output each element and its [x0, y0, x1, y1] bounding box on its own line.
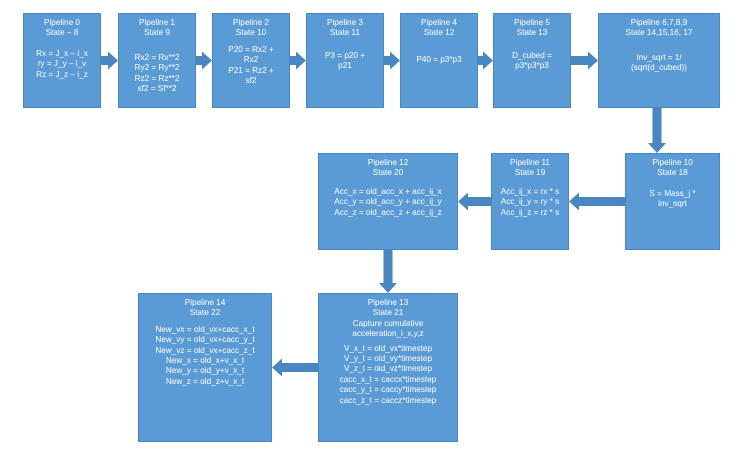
box-spacer	[492, 179, 568, 187]
box-body-line: cacc_x_t = caccx*timestep	[339, 374, 437, 384]
flow-arrow	[478, 51, 493, 70]
box-header-line: Pipeline 1	[139, 18, 175, 27]
box-header-line: State – 8	[45, 28, 79, 38]
box-spacer	[401, 39, 477, 55]
flow-arrow	[384, 51, 400, 70]
box-header-line: Capture cumulative	[352, 318, 424, 328]
box-body-line: V_x_t = old_vx*timestep	[343, 343, 433, 353]
flow-arrow	[101, 51, 118, 70]
box-body-line: cacc_z_t = caccz*timestep	[339, 395, 437, 405]
box-body-line: sf2	[245, 76, 257, 86]
box-body-line: New_vy = old_vx+cacc_y_t	[155, 335, 255, 345]
box-spacer	[494, 39, 570, 51]
box-header-line: Pipeline 6,7,8,9	[630, 18, 688, 27]
box-body-line: Ry2 = Ry**2	[134, 63, 180, 73]
box-spacer	[599, 39, 719, 53]
box-body-line: D_cubed =	[512, 50, 552, 60]
box-header-line: Pipeline 12	[367, 158, 409, 167]
box-body-line: p21	[338, 61, 352, 71]
box-header-line: Pipeline 4	[421, 18, 457, 27]
flow-arrow	[196, 51, 212, 70]
box-body-line: New_vz = old_vx+cacc_z_t	[155, 345, 255, 355]
flow-arrow	[571, 51, 598, 70]
box-body-line: p3*p3*p3	[515, 61, 549, 71]
box-body-line: V_z_t = old_vz*timestep	[343, 364, 433, 374]
flow-arrow	[648, 108, 666, 153]
box-header-line: State 10	[235, 28, 267, 38]
box-header-line: Pipeline 0	[44, 18, 80, 27]
box-body-line: sf2 = Sf**2	[137, 84, 177, 94]
box-header-line: State 9	[144, 28, 170, 38]
box-body-line: Acc_x = old_acc_x + acc_ij_x	[334, 186, 442, 196]
box-body-line: inv_sqrt	[658, 199, 687, 209]
box-body-line: Acc_ij_y = ry * s	[500, 197, 560, 207]
box-spacer	[307, 39, 383, 51]
box-header-line: State 22	[189, 308, 221, 318]
box-header-line: State 21	[372, 308, 404, 318]
box-body-line: New_z = old_z+v_x_t	[165, 376, 245, 386]
box-header-line: acceleration_i_x,y,z	[352, 329, 424, 339]
box-header-line: Pipeline 11	[510, 158, 550, 167]
box-body-line: P21 = Rz2 +	[228, 65, 274, 75]
box-header-line: Pipeline 14	[184, 298, 226, 307]
box-body-line: Rz2 = Rz**2	[134, 73, 180, 83]
box-body-line: Rz = J_z – i_z	[36, 69, 88, 79]
box-body-line: Acc_ij_x = rx * s	[500, 186, 560, 196]
box-header-line: Pipeline 3	[327, 18, 363, 27]
box-body-line: New_y = old_y+v_x_t	[165, 366, 245, 376]
box-body-line: Acc_ij_z = rz * s	[500, 207, 560, 217]
box-body-line: V_y_t = old_vy*timestep	[343, 354, 433, 364]
box-header-line: State 18	[657, 168, 688, 178]
box-header-line: State 20	[372, 168, 404, 178]
box-body-line: P3 = p20 +	[324, 50, 366, 60]
box-body-line: Rx = J_x – i_x	[36, 48, 88, 58]
box-header-line: State 19	[514, 168, 546, 178]
box-body-line: Rx2 = Rx**2	[134, 52, 180, 62]
box-body-line: S = Mass_j *	[649, 188, 696, 198]
flow-arrow	[458, 192, 491, 211]
box-body-line: cacc_y_t = caccy*timestep	[339, 385, 437, 395]
box-body-line: Acc_y = old_acc_y + acc_ij_y	[334, 197, 442, 207]
box-spacer	[319, 179, 457, 187]
box-header-line: Pipeline 2	[233, 18, 269, 27]
box-body-line: ry = J_y – i_v	[37, 59, 87, 69]
box-header-line: State 13	[516, 28, 548, 38]
flow-arrow	[379, 250, 397, 293]
flow-arrow	[569, 192, 625, 211]
box-spacer	[119, 39, 195, 53]
box-header-line: State 11	[330, 28, 360, 38]
box-body-line: P20 = Rx2 +	[228, 44, 274, 54]
box-body-line: Rx2	[243, 55, 259, 65]
box-body-line: (sqrt(d_cubed))	[631, 63, 687, 73]
box-body-line: New_x = old_x+v_x_t	[165, 356, 245, 366]
box-body-line: Acc_z = old_acc_z + acc_ij_z	[334, 207, 442, 217]
box-body-line: P40 = p3*p3	[416, 54, 462, 64]
box-body-line: New_vx = old_vx+cacc_x_t	[155, 324, 255, 334]
flow-arrow	[290, 51, 306, 70]
box-header-line: State 12	[423, 28, 455, 38]
box-header-line: Pipeline 5	[514, 18, 550, 27]
box-header-line: State 14,15,16, 17	[625, 28, 693, 38]
box-spacer	[24, 39, 100, 49]
box-header-line: Pipeline 13	[367, 298, 409, 307]
flow-arrow	[272, 358, 318, 377]
box-header-line: Pipeline 10	[652, 158, 693, 167]
box-body-line: Inv_sqrt = 1/	[636, 52, 682, 62]
box-spacer	[626, 179, 719, 189]
